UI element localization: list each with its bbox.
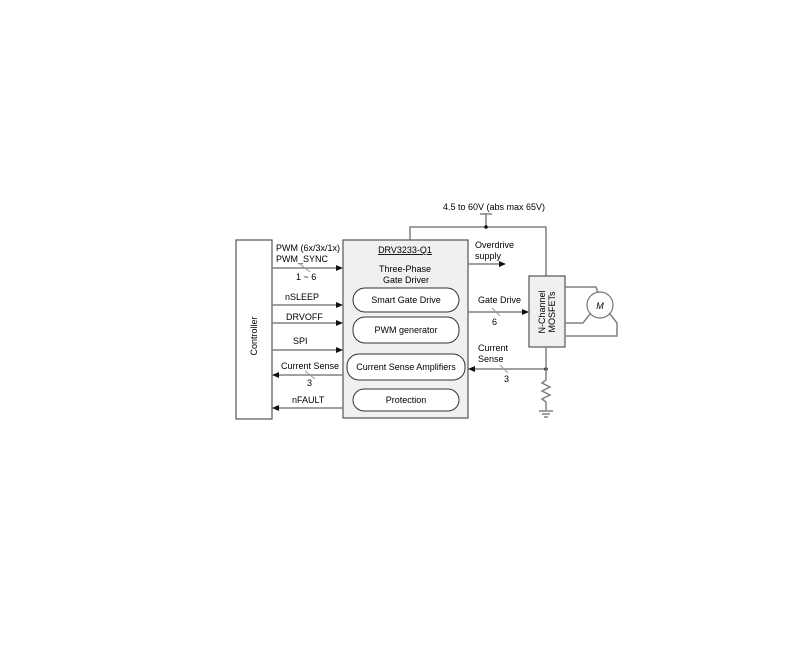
spi-arrow [272,347,343,353]
driver-subtitle-1: Three-Phase [379,264,431,274]
current-sense-left-label: Current Sense [281,361,339,371]
current-sense-right-count: 3 [504,374,509,384]
shunt-resistor-icon [540,347,552,410]
current-sense-left-arrow [272,370,343,380]
mosfets-box [528,275,566,348]
protection-block [352,388,460,412]
pwm-generator-label: PWM generator [374,325,437,335]
controller-label: Controller [249,316,259,355]
current-sense-right-label-1: Current [478,343,509,353]
pwm-arrow [272,263,343,273]
gate-drive-label: Gate Drive [478,295,521,305]
spi-label: SPI [293,336,308,346]
current-sense-left-count: 3 [307,378,312,388]
pwm-count: 1 ~ 6 [296,272,316,282]
current-sense-amplifiers-block [346,353,466,381]
overdrive-arrow [468,261,506,267]
motor-icon [586,291,614,319]
drvoff-label: DRVOFF [286,312,323,322]
nfault-label: nFAULT [292,395,325,405]
nfault-arrow [272,405,343,411]
driver-name: DRV3233-Q1 [378,245,432,255]
overdrive-label-1: Overdrive [475,240,514,250]
smart-gate-drive-label: Smart Gate Drive [371,295,441,305]
current-sense-amplifiers-label: Current Sense Amplifiers [356,362,456,372]
nsleep-arrow [272,302,343,308]
motor-wiring [565,286,618,337]
smart-gate-drive-block [352,287,460,313]
motor-label: M [596,301,604,311]
pwm-label-2: PWM_SYNC [276,254,329,264]
driver-subtitle-2: Gate Driver [383,275,429,285]
supply-label: 4.5 to 60V (abs max 65V) [443,202,545,212]
overdrive-label-2: supply [475,251,502,261]
current-sense-right-arrow [468,364,548,374]
supply-symbol [409,213,547,276]
nsleep-label: nSLEEP [285,292,319,302]
mosfets-label-1: N-Channel [537,290,547,333]
controller-box [235,239,273,420]
current-sense-right-label-2: Sense [478,354,504,364]
mosfets-label-2: MOSFETs [547,291,557,333]
pwm-generator-block [352,316,460,344]
ground-icon [539,410,553,418]
protection-label: Protection [386,395,427,405]
pwm-label-1: PWM (6x/3x/1x) [276,243,340,253]
gate-drive-count: 6 [492,317,497,327]
gate-drive-arrow [468,307,529,317]
drvoff-arrow [272,320,343,326]
